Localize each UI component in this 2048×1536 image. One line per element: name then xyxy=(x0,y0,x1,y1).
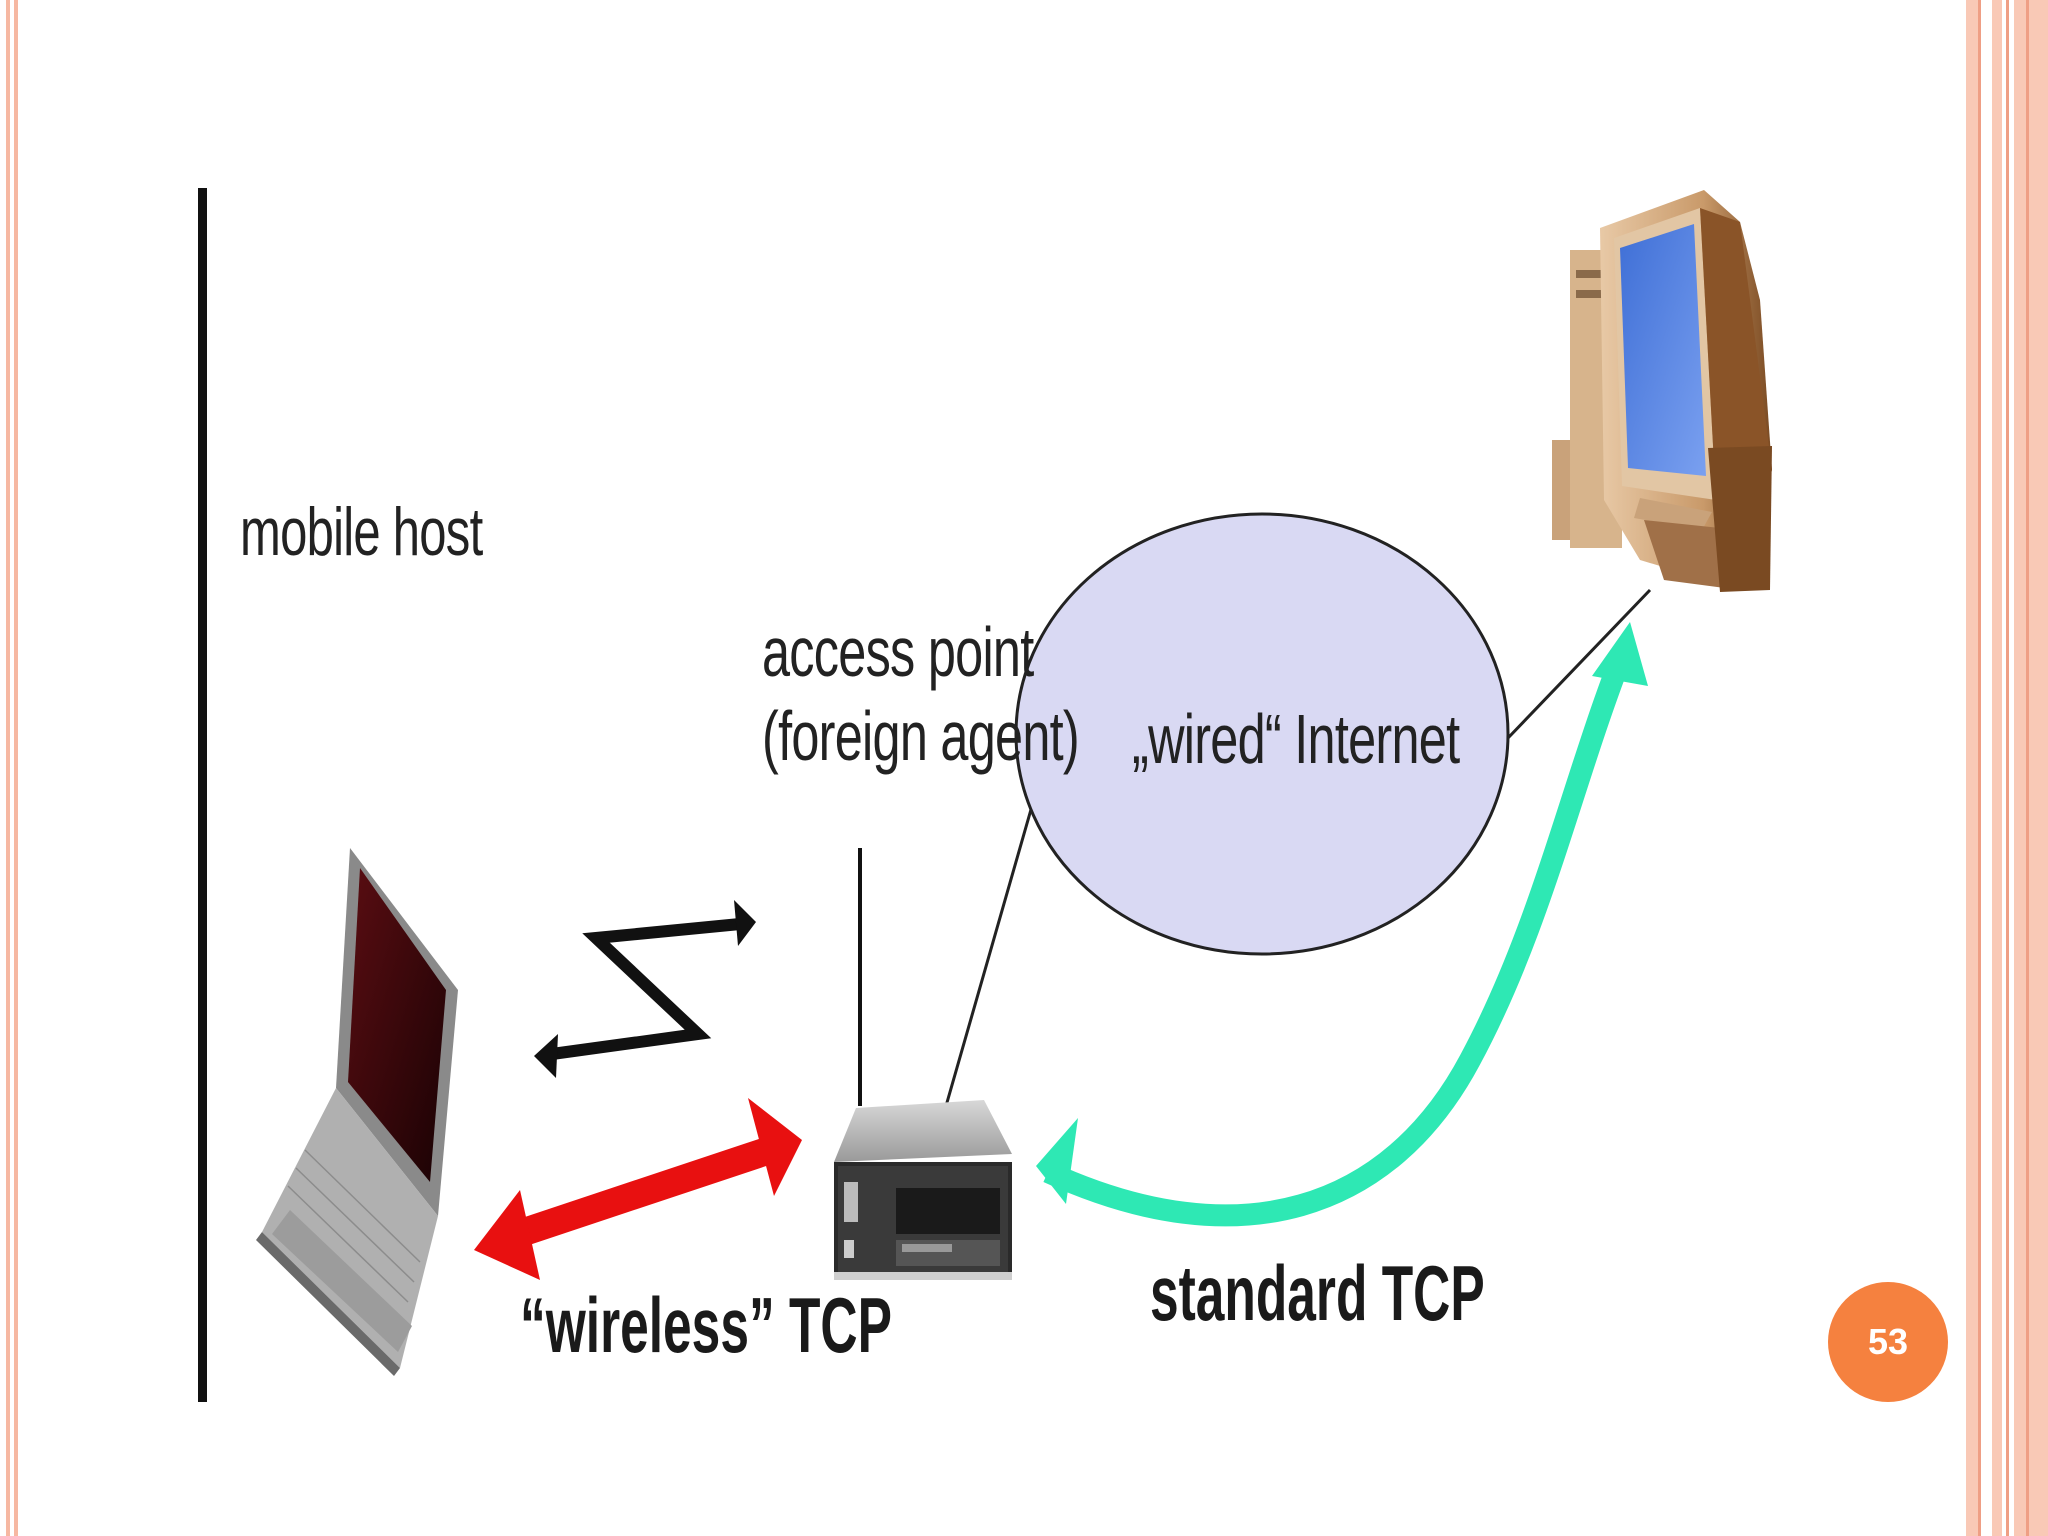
wire-ap-internet xyxy=(944,805,1034,1107)
router-icon xyxy=(834,1100,1012,1280)
wireless-tcp-label: “wireless” TCP xyxy=(520,1281,892,1369)
slide-right-border xyxy=(1966,0,2048,1536)
mobile-host-boundary xyxy=(198,188,207,1402)
access-point-label-line1: access point xyxy=(762,613,1034,691)
desktop-computer-icon xyxy=(1552,190,1772,592)
border-band xyxy=(2014,0,2048,1536)
wired-internet-label: „wired“ Internet xyxy=(1132,700,1460,778)
border-stripe xyxy=(14,0,18,1536)
mobile-host-label: mobile host xyxy=(240,494,483,570)
wireless-tcp-arrow xyxy=(474,1098,802,1280)
border-line xyxy=(1978,0,1981,1536)
laptop-icon xyxy=(256,848,458,1376)
standard-tcp-label: standard TCP xyxy=(1150,1249,1485,1337)
internet-cloud xyxy=(1014,512,1510,956)
standard-tcp-arrow xyxy=(1036,622,1648,1227)
border-band xyxy=(1966,0,1978,1536)
access-point-label-line2: (foreign agent) xyxy=(762,697,1080,775)
page-number-badge: 53 xyxy=(1828,1282,1948,1402)
wire-internet-server xyxy=(1506,588,1652,740)
border-band xyxy=(1992,0,2002,1536)
border-stripe xyxy=(6,0,10,1536)
border-line xyxy=(2006,0,2009,1536)
wireless-link-arrow xyxy=(534,900,756,1078)
border-line xyxy=(2026,0,2029,1536)
slide-left-border xyxy=(0,0,24,1536)
access-point-label: access point (foreign agent) xyxy=(762,610,1080,778)
